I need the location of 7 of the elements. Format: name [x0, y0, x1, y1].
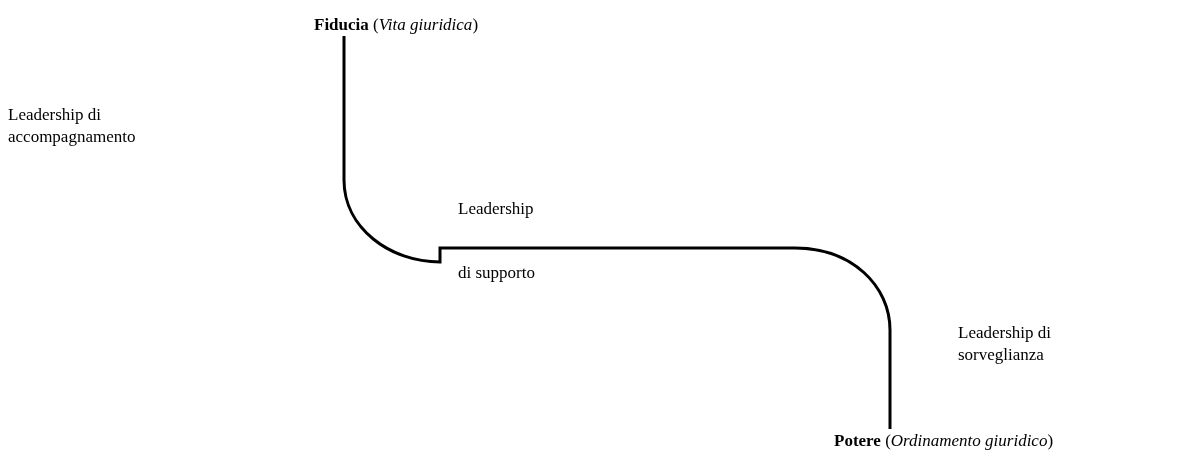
leadership-label: Leadership di accompagnamento: [8, 104, 137, 148]
curved-line: [342, 36, 892, 429]
leadership-label: Leadership: [458, 198, 535, 220]
power-heading: Potere (Ordinamento giuridico): [834, 430, 1054, 452]
leadership-label: Leadership di sorveglianza: [958, 322, 1052, 366]
leadership-label: di supporto: [458, 262, 536, 284]
trust-heading: Fiducia (Vita giuridica): [314, 14, 479, 36]
